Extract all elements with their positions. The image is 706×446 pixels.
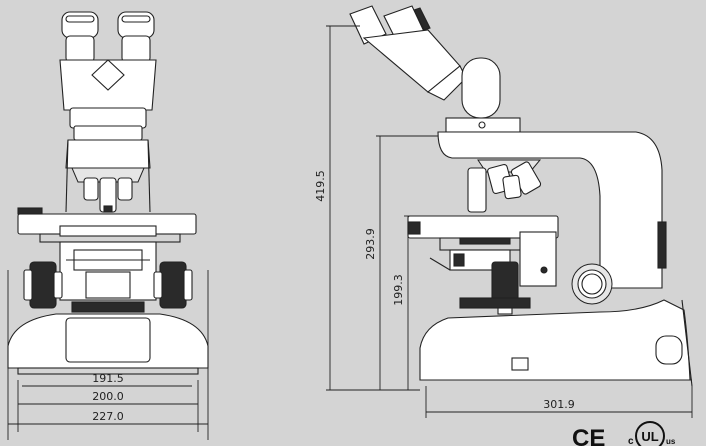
front-view bbox=[7, 11, 209, 375]
front-eyepiece-left bbox=[61, 11, 99, 63]
ul-mark: UL bbox=[641, 429, 658, 444]
front-stage bbox=[17, 207, 197, 243]
front-focus-knob-right bbox=[153, 261, 193, 309]
ul-suffix: us bbox=[666, 437, 676, 446]
front-eyepiece-right bbox=[117, 11, 155, 63]
ce-mark: CE bbox=[572, 425, 605, 446]
side-eyepiece-tube bbox=[349, 5, 461, 93]
dim-height-total: 419.5 bbox=[314, 170, 327, 202]
side-dimensions: 419.5 293.9 199.3 301.9 bbox=[314, 25, 693, 418]
front-dimensions: 191.5 200.0 227.0 bbox=[7, 270, 209, 440]
dim-depth: 301.9 bbox=[543, 398, 575, 411]
certification-marks: CE c UL us bbox=[572, 421, 676, 446]
front-focus-knob-left bbox=[23, 261, 63, 309]
dim-width-mid: 200.0 bbox=[92, 390, 124, 403]
front-objectives bbox=[83, 177, 133, 213]
side-view bbox=[349, 5, 693, 387]
front-binocular-head bbox=[59, 59, 157, 111]
ul-logo-circle bbox=[635, 421, 665, 446]
side-arm bbox=[437, 131, 663, 289]
side-fine-focus-wheel bbox=[571, 263, 613, 305]
dim-width-inner: 191.5 bbox=[92, 372, 124, 385]
front-arm bbox=[73, 125, 143, 141]
dim-height-stage: 293.9 bbox=[364, 228, 377, 260]
dim-height-focus: 199.3 bbox=[392, 274, 405, 306]
ul-prefix: c bbox=[628, 436, 634, 446]
side-base bbox=[419, 299, 691, 381]
dim-width-outer: 227.0 bbox=[92, 410, 124, 423]
